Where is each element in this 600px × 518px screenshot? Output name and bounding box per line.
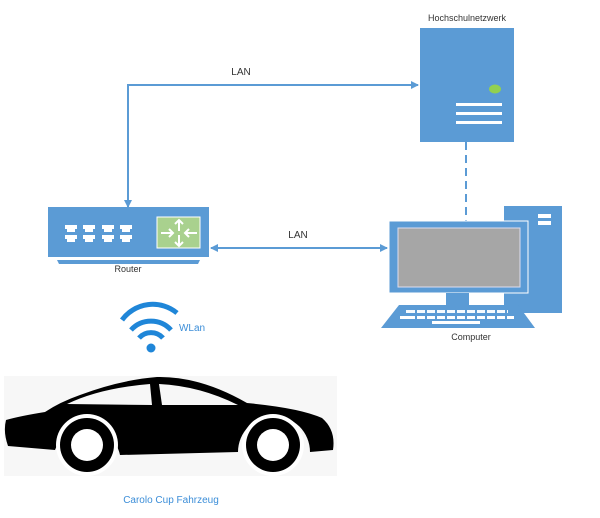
computer-label: Computer — [451, 332, 491, 342]
lan-label-bottom: LAN — [288, 230, 308, 241]
computer-icon — [381, 206, 562, 328]
wifi-icon — [119, 301, 179, 353]
server-label: Hochschulnetzwerk — [427, 13, 507, 23]
server-icon — [420, 28, 514, 142]
router-label: Router — [114, 264, 142, 274]
wlan-label: WLan — [178, 323, 206, 334]
lan-label-top: LAN — [231, 67, 251, 78]
router-icon — [48, 207, 209, 264]
car-image — [4, 376, 337, 476]
car-label: Carolo Cup Fahrzeug — [123, 495, 219, 506]
lan-connection-top — [124, 81, 419, 208]
